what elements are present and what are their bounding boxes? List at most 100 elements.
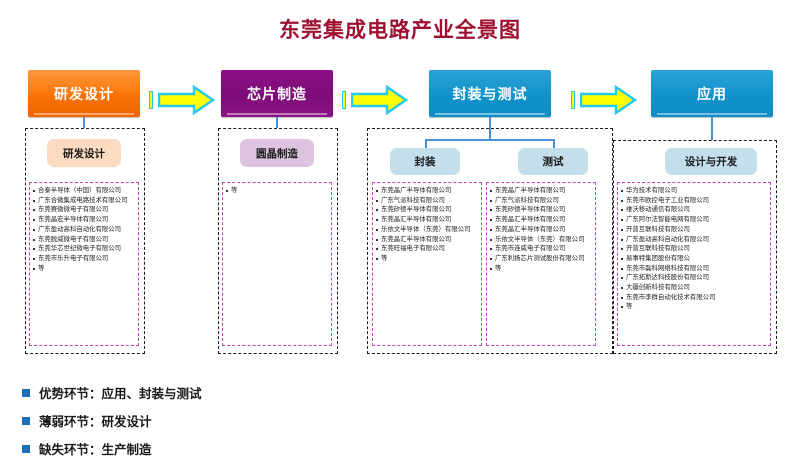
arrow-right-icon bbox=[158, 85, 215, 115]
legend-square-icon bbox=[22, 416, 30, 425]
stage-head-app[interactable]: 应用 bbox=[651, 70, 773, 117]
listbox-pkgtest-testing: 东莞晶广半导体有限公司 广东气派科技有限公司 东莞矽德半导体有限公司 东莞晶汇半… bbox=[486, 182, 596, 346]
list-item: 东莞晶汇半导体有限公司 bbox=[376, 215, 479, 224]
list-item: 乐依文半导体（东莞）有限公司 bbox=[490, 235, 593, 244]
stage-pkgtest: 封装与测试 bbox=[429, 70, 551, 117]
page-title: 东莞集成电路产业全景图 bbox=[279, 18, 521, 42]
list-item: 东莞市李群自动化技术有限公司 bbox=[621, 293, 768, 302]
list-item: 等 bbox=[376, 254, 479, 263]
listbox-pkgtest-packaging: 东莞晶广半导体有限公司 广东气派科技有限公司 东莞矽德半导体有限公司 东莞晶汇半… bbox=[372, 182, 482, 346]
stage-head-rd[interactable]: 研发设计 bbox=[28, 70, 140, 117]
company-list-rd: 合泰半导体（中国）有限公司 广东合微集成电路技术有限公司 东莞赛微微电子有限公司… bbox=[33, 186, 136, 273]
arrow-right-icon bbox=[351, 85, 408, 115]
legend-item-strength-label: 优势环节：应用、封装与测试 bbox=[39, 386, 202, 401]
list-item: 等 bbox=[621, 302, 768, 311]
connector-fab bbox=[276, 117, 278, 128]
list-item: 东莞晶汇半导体有限公司 bbox=[490, 225, 593, 234]
stage-head-fab[interactable]: 芯片制造 bbox=[221, 70, 333, 117]
company-list-packaging: 东莞晶广半导体有限公司 广东气派科技有限公司 东莞矽德半导体有限公司 东莞晶汇半… bbox=[376, 186, 479, 263]
legend-item-weakness: 薄弱环节：研发设计 bbox=[22, 411, 202, 430]
list-item: 开普互联科技有限公司 bbox=[621, 244, 768, 253]
bracket-left-drop bbox=[425, 139, 427, 149]
list-item: 东莞脱威微电子有限公司 bbox=[33, 235, 136, 244]
company-list-testing: 东莞晶广半导体有限公司 广东气派科技有限公司 东莞矽德半导体有限公司 东莞晶汇半… bbox=[490, 186, 593, 273]
company-list-fab: 等 bbox=[226, 186, 329, 195]
list-item: 乐依文半导体（东莞）有限公司 bbox=[376, 225, 479, 234]
stage-app: 应用 bbox=[651, 70, 773, 117]
list-item: 广东盈动高科自动化有限公司 bbox=[33, 225, 136, 234]
listbox-rd-research-design: 合泰半导体（中国）有限公司 广东合微集成电路技术有限公司 东莞赛微微电子有限公司… bbox=[29, 182, 139, 346]
bracket-stem bbox=[489, 128, 491, 140]
subcat-pkgtest-packaging-label: 封装 bbox=[414, 156, 436, 168]
list-item: 东莞晶汇半导体有限公司 bbox=[376, 235, 479, 244]
subcat-rd-research-design[interactable]: 研发设计 bbox=[47, 139, 121, 167]
list-item: 东莞旺福电子有限公司 bbox=[376, 244, 479, 253]
list-item: 东莞晶广半导体有限公司 bbox=[376, 186, 479, 195]
legend-item-missing: 缺失环节：生产制造 bbox=[22, 439, 202, 458]
stage-head-app-label: 应用 bbox=[697, 86, 727, 103]
panel-app bbox=[613, 140, 777, 354]
list-item: 东莞华芯世纪微电子有限公司 bbox=[33, 244, 136, 253]
stage-head-pkgtest-label: 封装与测试 bbox=[452, 86, 528, 103]
stage-fab: 芯片制造 bbox=[221, 70, 333, 117]
stage-rd: 研发设计 bbox=[28, 70, 140, 117]
listbox-app-design-development: 华为技术有限公司 东莞市欧控电子工业有限公司 维沃移动通信有限公司 广东阿尔法智… bbox=[617, 182, 771, 346]
list-item: 广东阿尔法智能电网有限公司 bbox=[621, 215, 768, 224]
list-item: 东莞赛微微电子有限公司 bbox=[33, 205, 136, 214]
list-item: 等 bbox=[226, 186, 329, 195]
arrow-bar-icon bbox=[571, 91, 575, 109]
arrow-bar-icon bbox=[342, 91, 346, 109]
list-item: 大疆创新科技有限公司 bbox=[621, 283, 768, 292]
subcat-rd-research-design-label: 研发设计 bbox=[63, 147, 105, 160]
list-item: 东莞市欧控电子工业有限公司 bbox=[621, 196, 768, 205]
list-item: 东莞矽德半导体有限公司 bbox=[376, 205, 479, 214]
list-item: 东莞晶宏半导体有限公司 bbox=[33, 215, 136, 224]
subcat-pkgtest-packaging[interactable]: 封装 bbox=[390, 148, 460, 175]
list-item: 广东拓斯达科技股份有限公司 bbox=[621, 273, 768, 282]
subcat-pkgtest-testing-label: 测试 bbox=[542, 156, 564, 168]
legend-item-strength: 优势环节：应用、封装与测试 bbox=[22, 383, 202, 402]
legend-item-missing-label: 缺失环节：生产制造 bbox=[39, 442, 152, 457]
subcat-app-design-development-label: 设计与开发 bbox=[684, 156, 738, 168]
list-item: 等 bbox=[33, 264, 136, 273]
arrow-right-icon bbox=[580, 85, 637, 115]
arrow-fab-to-pkgtest bbox=[342, 85, 410, 115]
listbox-fab-wafer-manufacturing: 等 bbox=[222, 182, 332, 346]
stage-head-pkgtest[interactable]: 封装与测试 bbox=[429, 70, 551, 117]
list-item: 东莞市连威电子有限公司 bbox=[490, 244, 593, 253]
connector-app bbox=[711, 117, 713, 140]
legend-item-weakness-label: 薄弱环节：研发设计 bbox=[39, 414, 152, 429]
list-item: 东莞矽德半导体有限公司 bbox=[490, 205, 593, 214]
list-item: 东莞市磊科网络科技有限公司 bbox=[621, 264, 768, 273]
list-item: 合泰半导体（中国）有限公司 bbox=[33, 186, 136, 195]
list-item: 华为技术有限公司 bbox=[621, 186, 768, 195]
list-item: 易事特集团股份有限公 bbox=[621, 254, 768, 263]
stage-head-fab-label: 芯片制造 bbox=[247, 86, 307, 103]
list-item: 等 bbox=[490, 264, 593, 273]
connector-pkgtest bbox=[489, 117, 491, 128]
list-item: 广东气派科技有限公司 bbox=[490, 196, 593, 205]
list-item: 东莞市乐升电子有限公司 bbox=[33, 254, 136, 263]
list-item: 东莞晶汇半导体有限公司 bbox=[490, 215, 593, 224]
list-item: 开普互联科技有限公司 bbox=[621, 225, 768, 234]
list-item: 广东气派科技有限公司 bbox=[376, 196, 479, 205]
bracket-right-drop bbox=[553, 139, 555, 149]
subcat-pkgtest-testing[interactable]: 测试 bbox=[518, 148, 588, 175]
list-item: 广东合微集成电路技术有限公司 bbox=[33, 196, 136, 205]
company-list-app: 华为技术有限公司 东莞市欧控电子工业有限公司 维沃移动通信有限公司 广东阿尔法智… bbox=[621, 186, 768, 312]
arrow-pkgtest-to-app bbox=[571, 85, 639, 115]
subcat-app-design-development[interactable]: 设计与开发 bbox=[665, 148, 757, 175]
list-item: 维沃移动通信有限公司 bbox=[621, 205, 768, 214]
subcat-fab-wafer-manufacturing-label: 圆晶制造 bbox=[256, 147, 298, 160]
panel-fab bbox=[218, 128, 338, 354]
stage-head-rd-label: 研发设计 bbox=[54, 86, 114, 103]
legend-square-icon bbox=[22, 388, 30, 397]
legend-square-icon bbox=[22, 444, 30, 453]
arrow-rd-to-fab bbox=[149, 85, 217, 115]
arrow-bar-icon bbox=[149, 91, 153, 109]
panel-rd bbox=[25, 128, 145, 354]
list-item: 广东盈动高科自动化有限公司 bbox=[621, 235, 768, 244]
bracket-span bbox=[425, 139, 555, 141]
list-item: 东莞晶广半导体有限公司 bbox=[490, 186, 593, 195]
subcat-fab-wafer-manufacturing[interactable]: 圆晶制造 bbox=[240, 139, 314, 167]
